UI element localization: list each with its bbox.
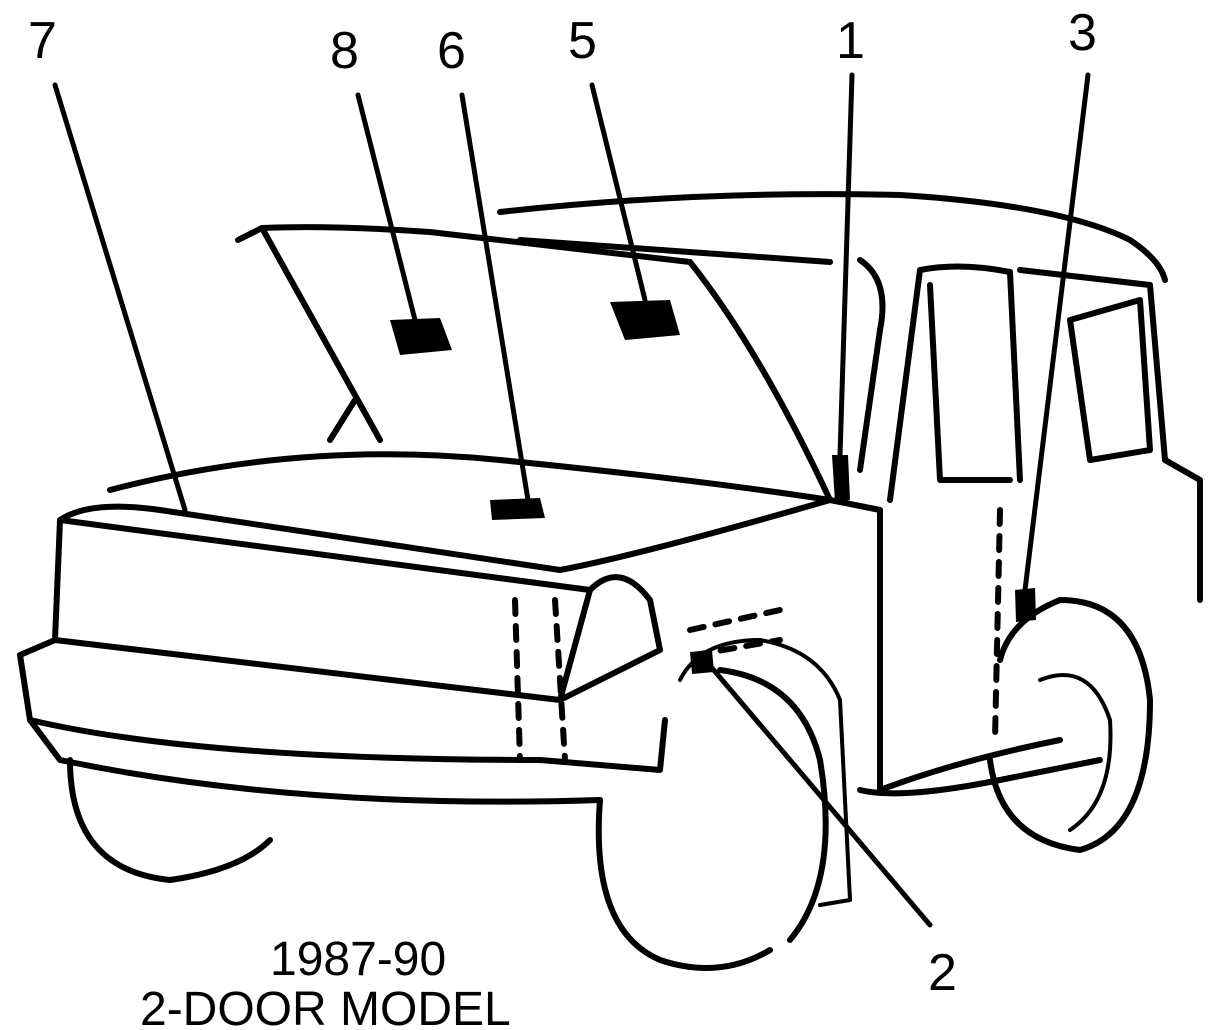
callout-2: 2 (928, 944, 957, 1002)
label-patch-6 (490, 498, 545, 520)
leader-7 (52, 82, 188, 513)
caption-model: 2-DOOR MODEL (140, 983, 511, 1030)
callout-3: 3 (1068, 4, 1097, 62)
callout-8: 8 (330, 22, 359, 80)
callout-1: 1 (836, 12, 865, 70)
leader-1 (837, 72, 855, 458)
callout-7: 7 (28, 12, 57, 70)
callout-6: 6 (437, 22, 466, 80)
leader-2 (709, 665, 933, 928)
label-patch-8 (390, 318, 452, 355)
label-patch-2 (690, 650, 714, 674)
leader-6 (459, 92, 531, 503)
caption-years: 1987-90 (270, 933, 446, 986)
callout-5: 5 (568, 12, 597, 70)
caption: 1987-90 2-DOOR MODEL (140, 933, 511, 1030)
label-patch-3 (1015, 588, 1036, 622)
label-patch-1 (832, 455, 850, 502)
leader-5 (589, 82, 648, 303)
callouts: 7 8 6 5 1 3 2 (28, 4, 1097, 1002)
leader-3 (1022, 72, 1091, 593)
leader-8 (355, 92, 418, 323)
leader-lines (52, 72, 1091, 928)
vehicle-drawing (17, 191, 1203, 971)
label-patch-5 (610, 300, 680, 340)
